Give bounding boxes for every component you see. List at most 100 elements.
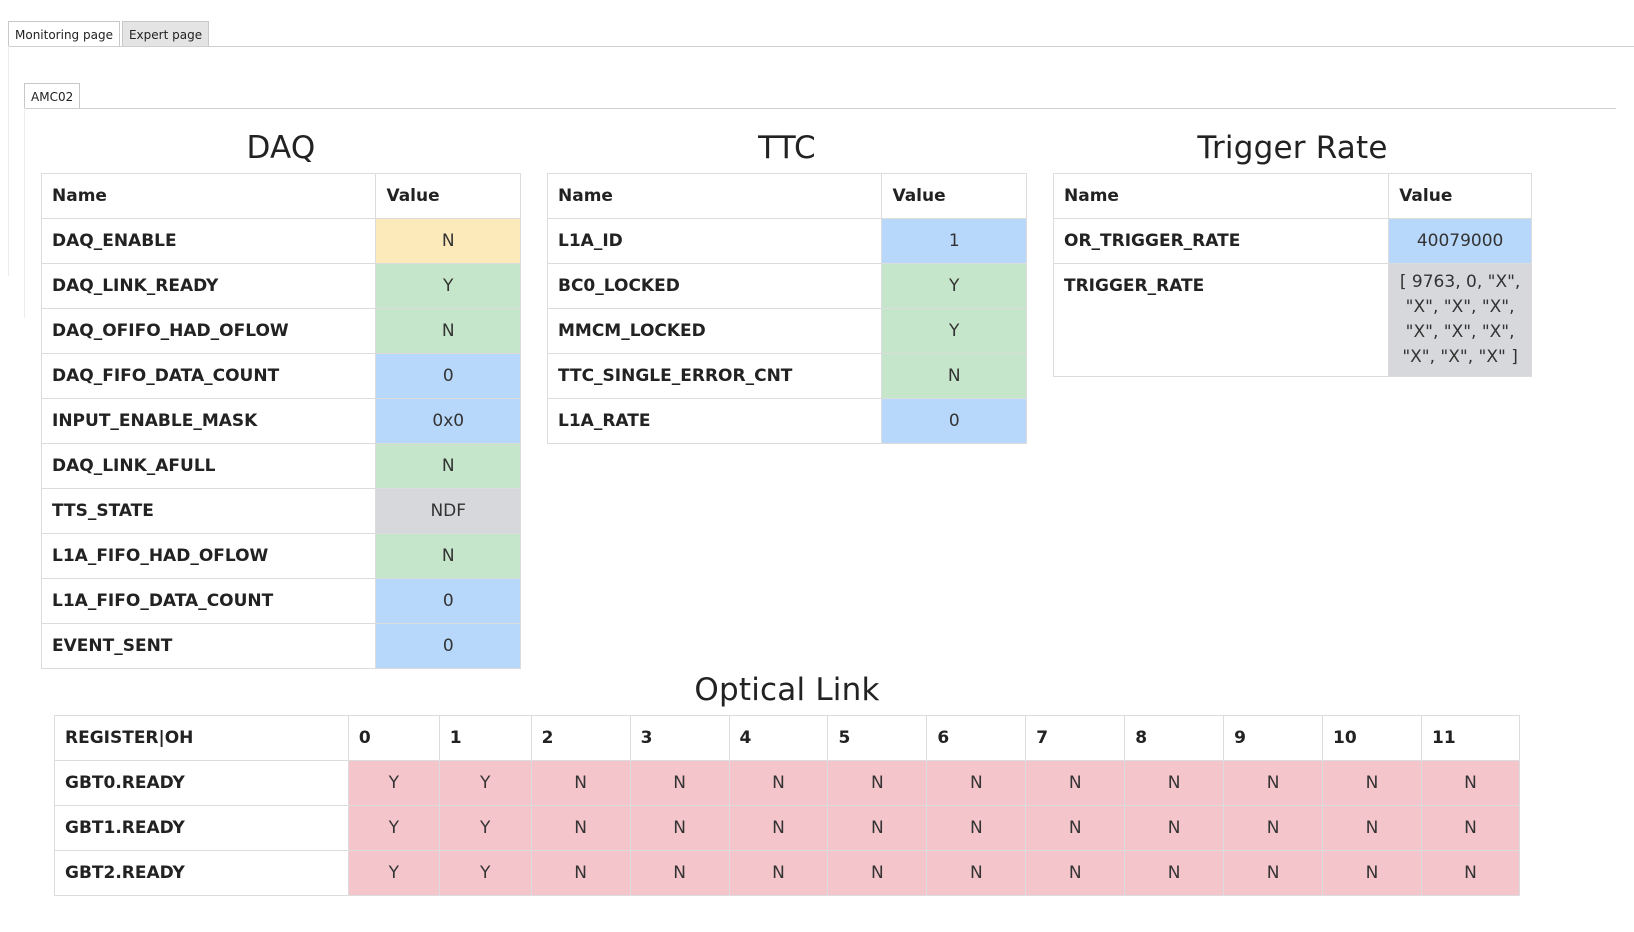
optical-cell: N xyxy=(1025,805,1126,851)
oh-column-header: 2 xyxy=(530,715,631,761)
daq-row-name: DAQ_ENABLE xyxy=(40,218,377,264)
daq-row-name: INPUT_ENABLE_MASK xyxy=(40,398,377,444)
daq-row-value: 0 xyxy=(375,578,521,624)
ttc-row-name: TTC_SINGLE_ERROR_CNT xyxy=(546,353,883,399)
optical-cell: N xyxy=(1025,760,1126,806)
optical-cell: N xyxy=(827,850,928,896)
optical-cell: N xyxy=(1124,805,1225,851)
oh-column-header: 4 xyxy=(728,715,829,761)
daq-row-name: DAQ_LINK_AFULL xyxy=(40,443,377,489)
name-header: Name xyxy=(1052,173,1390,219)
optical-cell: N xyxy=(926,760,1027,806)
optical-cell: N xyxy=(827,805,928,851)
oh-column-header: 1 xyxy=(438,715,532,761)
ttc-title: TTC xyxy=(758,130,816,166)
ttc-row-value: 1 xyxy=(881,218,1027,264)
name-header: Name xyxy=(546,173,883,219)
optical-cell: N xyxy=(1223,760,1324,806)
daq-row-value: NDF xyxy=(375,488,521,534)
optical-row-name: GBT2.READY xyxy=(54,850,349,896)
value-header: Value xyxy=(881,173,1027,219)
oh-column-header: 11 xyxy=(1420,715,1521,761)
ttc-row-name: MMCM_LOCKED xyxy=(546,308,883,354)
value-header: Value xyxy=(375,173,521,219)
amc-panel-border xyxy=(24,108,25,318)
optical-cell: N xyxy=(1124,760,1225,806)
oh-column-header: 6 xyxy=(926,715,1027,761)
optical-row-name: GBT0.READY xyxy=(54,760,349,806)
optical-row-name: GBT1.READY xyxy=(54,805,349,851)
optical-cell: N xyxy=(926,850,1027,896)
daq-row-name: L1A_FIFO_DATA_COUNT xyxy=(40,578,377,624)
optical-cell: N xyxy=(530,805,631,851)
register-oh-header: REGISTER|OH xyxy=(54,715,349,761)
daq-header-row: Name Value xyxy=(40,173,521,219)
name-header: Name xyxy=(40,173,377,219)
daq-row-value: 0 xyxy=(375,623,521,669)
optical-cell: N xyxy=(629,850,730,896)
optical-cell: N xyxy=(926,805,1027,851)
ttc-row-value: 0 xyxy=(881,398,1027,444)
optical-cell: N xyxy=(629,805,730,851)
tab-amc02[interactable]: AMC02 xyxy=(24,83,81,109)
optical-cell: Y xyxy=(438,805,532,851)
optical-cell: N xyxy=(1025,850,1126,896)
daq-row-name: DAQ_FIFO_DATA_COUNT xyxy=(40,353,377,399)
trigger-row: TRIGGER_RATE[ 9763, 0, "X", "X", "X", "X… xyxy=(1052,263,1532,377)
optical-cell: N xyxy=(1223,850,1324,896)
optical-cell: N xyxy=(1322,850,1422,896)
optical-cell: Y xyxy=(438,850,532,896)
trigger-header-row: Name Value xyxy=(1052,173,1532,219)
ttc-row-value: N xyxy=(881,353,1027,399)
ttc-row-name: L1A_ID xyxy=(546,218,883,264)
tab-divider xyxy=(8,46,1634,47)
optical-cell: N xyxy=(1223,805,1324,851)
ttc-row-name: L1A_RATE xyxy=(546,398,883,444)
trigger-row-name: TRIGGER_RATE xyxy=(1052,263,1390,377)
daq-row-value: N xyxy=(375,218,521,264)
amc-tabs: AMC02 xyxy=(24,83,82,109)
oh-column-header: 5 xyxy=(827,715,928,761)
optical-cell: N xyxy=(530,760,631,806)
panel-border xyxy=(8,46,9,276)
oh-column-header: 7 xyxy=(1025,715,1126,761)
daq-row-value: Y xyxy=(375,263,521,309)
daq-row-name: DAQ_LINK_READY xyxy=(40,263,377,309)
oh-column-header: 0 xyxy=(347,715,440,761)
tab-expert-page[interactable]: Expert page xyxy=(121,21,210,46)
optical-cell: N xyxy=(629,760,730,806)
optical-cell: Y xyxy=(438,760,532,806)
ttc-header-row: Name Value xyxy=(546,173,1027,219)
optical-cell: N xyxy=(530,850,631,896)
tab-monitoring-page[interactable]: Monitoring page xyxy=(8,21,120,46)
daq-row-value: N xyxy=(375,308,521,354)
optical-cell: N xyxy=(827,760,928,806)
daq-row-name: TTS_STATE xyxy=(40,488,377,534)
daq-row-value: N xyxy=(375,533,521,579)
daq-row-value: 0 xyxy=(375,353,521,399)
daq-row-value: 0x0 xyxy=(375,398,521,444)
daq-row-value: N xyxy=(375,443,521,489)
daq-title: DAQ xyxy=(246,130,316,166)
ttc-row-value: Y xyxy=(881,263,1027,309)
daq-row-name: EVENT_SENT xyxy=(40,623,377,669)
optical-cell: Y xyxy=(347,760,440,806)
